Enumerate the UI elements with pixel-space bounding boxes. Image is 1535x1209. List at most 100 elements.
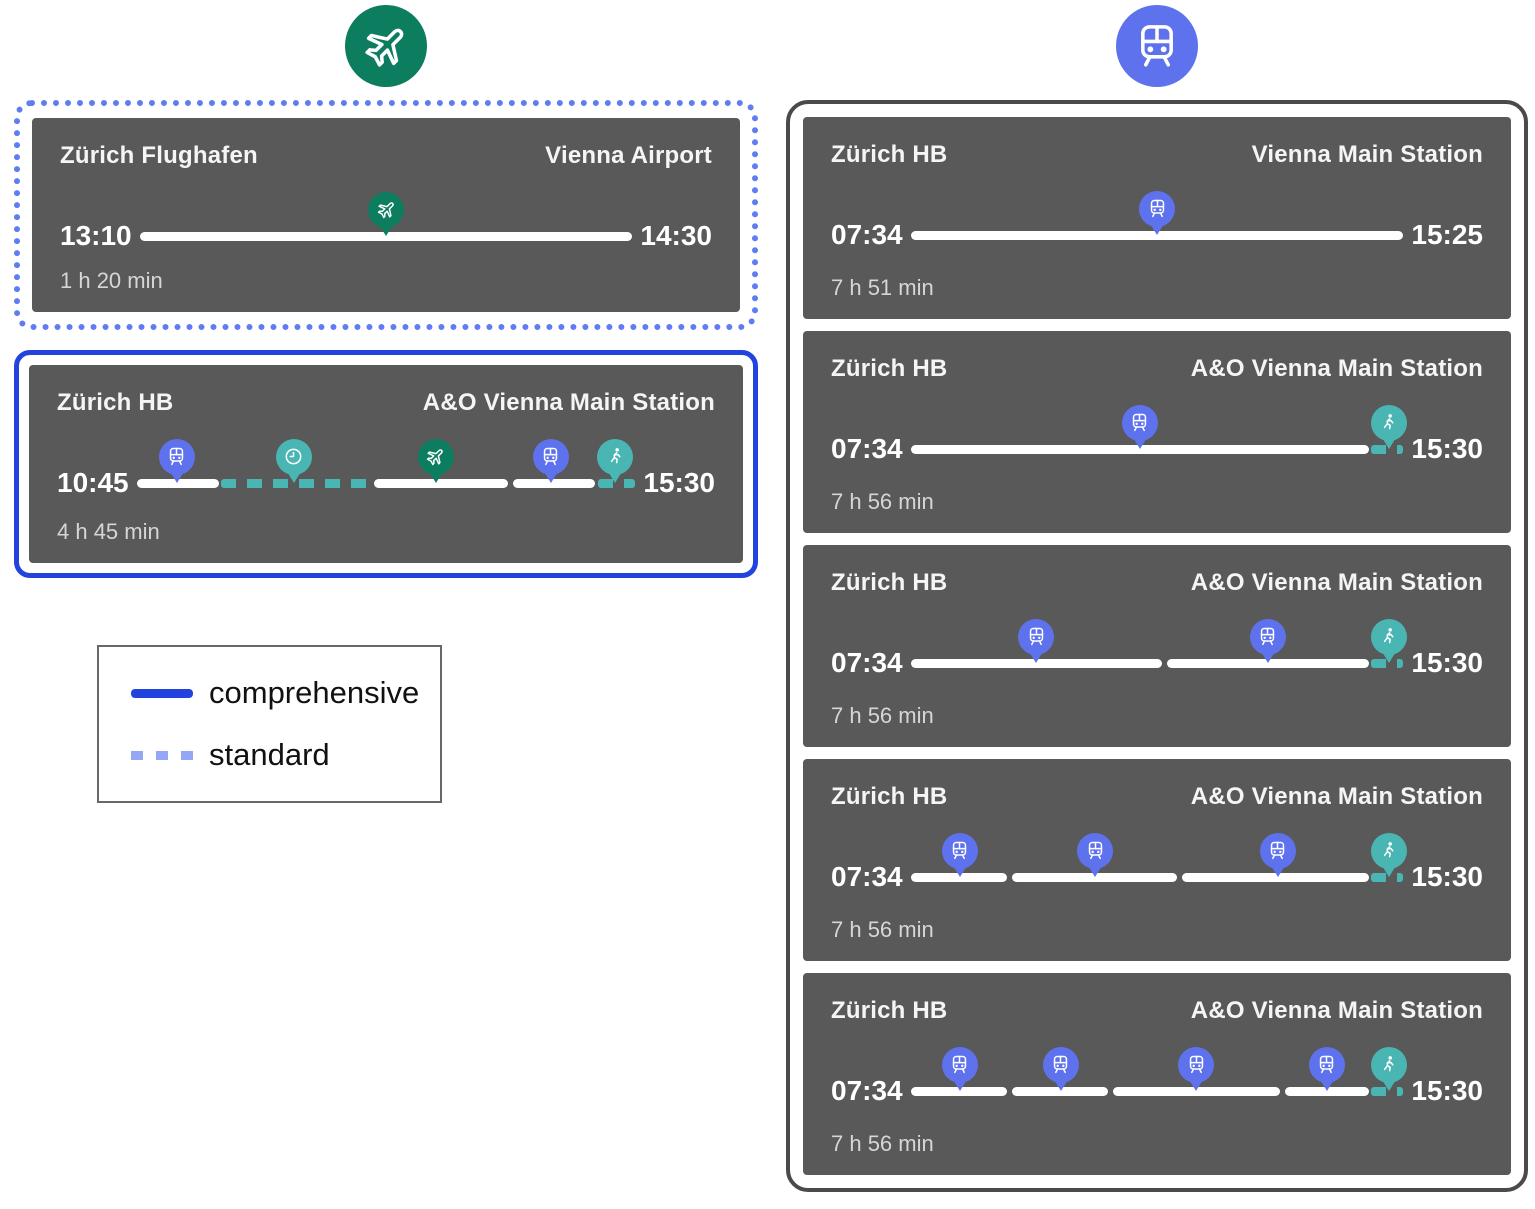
arrival-time: 15:30 [643,467,715,498]
destination-label: A&O Vienna Main Station [1190,355,1483,382]
timeline-row: 13:10 14:30 [60,191,712,252]
route-card: Zürich HB A&O Vienna Main Station 10:45 … [29,365,743,563]
train-pin-icon [158,438,195,483]
train-pin-icon [941,832,978,877]
route-endpoints: Zürich HB A&O Vienna Main Station [831,355,1483,383]
arrival-time: 15:25 [1411,219,1483,250]
route-endpoints: Zürich HB A&O Vienna Main Station [831,783,1483,811]
train-pin-icon [532,438,569,483]
origin-label: Zürich HB [831,141,948,168]
route-endpoints: Zürich HB A&O Vienna Main Station [831,569,1483,597]
solid-timeline-segment [513,478,596,488]
flight-planner-column: Zürich Flughafen Vienna Airport 13:10 14… [14,5,758,803]
plane-pin-icon [368,191,404,236]
destination-label: A&O Vienna Main Station [1190,997,1483,1024]
dashed-timeline-segment [1371,444,1404,454]
train-routes-group: Zürich HB Vienna Main Station 07:34 15:2… [786,100,1528,1192]
solid-timeline-segment [910,658,1162,668]
destination-label: A&O Vienna Main Station [1190,569,1483,596]
departure-time: 07:34 [831,647,903,678]
departure-time: 10:45 [57,467,129,498]
timeline-row: 07:34 15:30 [831,618,1483,679]
route-endpoints: Zürich Flughafen Vienna Airport [60,142,712,170]
timeline-row: 07:34 15:25 [831,190,1483,251]
train-pin-icon [1308,1046,1345,1091]
solid-timeline-segment [1112,1086,1281,1096]
destination-label: Vienna Main Station [1251,141,1483,168]
plane-icon [361,21,411,71]
route-timeline [910,404,1407,454]
route-card-train-5[interactable]: Zürich HB A&O Vienna Main Station 07:34 … [803,973,1511,1175]
route-card-train-3[interactable]: Zürich HB A&O Vienna Main Station 07:34 … [803,545,1511,747]
destination-label: A&O Vienna Main Station [1190,783,1483,810]
destination-label: A&O Vienna Main Station [422,389,715,416]
duration-label: 7 h 56 min [831,703,934,728]
solid-timeline-segment [910,872,1007,882]
route-card-multimodal-comprehensive[interactable]: Zürich HB A&O Vienna Main Station 10:45 … [14,350,758,578]
dashed-timeline-segment [1371,658,1404,668]
solid-timeline-segment [1166,658,1369,668]
clock-pin-icon [275,438,312,483]
solid-timeline-segment [139,231,633,241]
legend-label-comprehensive: comprehensive [209,675,420,710]
arrival-time: 15:30 [1411,433,1483,464]
plane-circle-icon [345,5,427,87]
duration-label: 7 h 56 min [831,917,934,942]
train-pin-icon [1259,832,1296,877]
duration-label: 4 h 45 min [57,519,160,544]
walk-pin-icon [1370,618,1407,663]
route-timeline [910,618,1407,668]
train-icon [1132,21,1182,71]
walk-pin-icon [1370,1046,1407,1091]
origin-label: Zürich HB [831,783,948,810]
route-timeline [136,438,636,488]
departure-time: 07:34 [831,433,903,464]
arrival-time: 14:30 [640,220,712,251]
route-endpoints: Zürich HB Vienna Main Station [831,141,1483,169]
duration-label: 7 h 51 min [831,275,934,300]
dashed-timeline-segment [1371,872,1404,882]
train-pin-icon [1018,618,1055,663]
route-timeline [910,190,1404,240]
route-timeline [910,832,1407,882]
solid-timeline-segment [136,478,219,488]
train-pin-icon [941,1046,978,1091]
timeline-row: 07:34 15:30 [831,832,1483,893]
departure-time: 07:34 [831,219,903,250]
duration-label: 1 h 20 min [60,268,163,293]
route-card-train-1[interactable]: Zürich HB Vienna Main Station 07:34 15:2… [803,117,1511,319]
departure-time: 13:10 [60,220,132,251]
train-pin-icon [1121,404,1158,449]
route-card-train-4[interactable]: Zürich HB A&O Vienna Main Station 07:34 … [803,759,1511,961]
plane-pin-icon [417,438,454,483]
train-circle-icon [1116,5,1198,87]
walk-pin-icon [597,438,634,483]
solid-timeline-segment [1181,872,1369,882]
legend-row-comprehensive: comprehensive [131,675,419,711]
dashed-timeline-segment [597,478,636,488]
solid-timeline-segment [910,1086,1007,1096]
route-card: Zürich Flughafen Vienna Airport 13:10 14… [32,118,740,312]
walk-pin-icon [1370,404,1407,449]
departure-time: 07:34 [831,861,903,892]
departure-time: 07:34 [831,1075,903,1106]
route-timeline [910,1046,1407,1096]
comprehensive-line-swatch [131,688,193,698]
train-pin-icon [1139,190,1175,235]
destination-label: Vienna Airport [545,142,712,169]
solid-timeline-segment [373,478,509,488]
duration-label: 7 h 56 min [831,1131,934,1156]
solid-timeline-segment [1011,872,1177,882]
legend-label-standard: standard [209,737,330,772]
legend-row-standard: standard [131,737,408,773]
walk-pin-icon [1370,832,1407,877]
solid-timeline-segment [1011,1086,1108,1096]
train-pin-icon [1042,1046,1079,1091]
route-card-flight-standard[interactable]: Zürich Flughafen Vienna Airport 13:10 14… [14,100,758,330]
origin-label: Zürich HB [57,389,174,416]
standard-line-swatch [131,750,193,760]
timeline-row: 07:34 15:30 [831,1046,1483,1107]
route-endpoints: Zürich HB A&O Vienna Main Station [831,997,1483,1025]
route-card-train-2[interactable]: Zürich HB A&O Vienna Main Station 07:34 … [803,331,1511,533]
